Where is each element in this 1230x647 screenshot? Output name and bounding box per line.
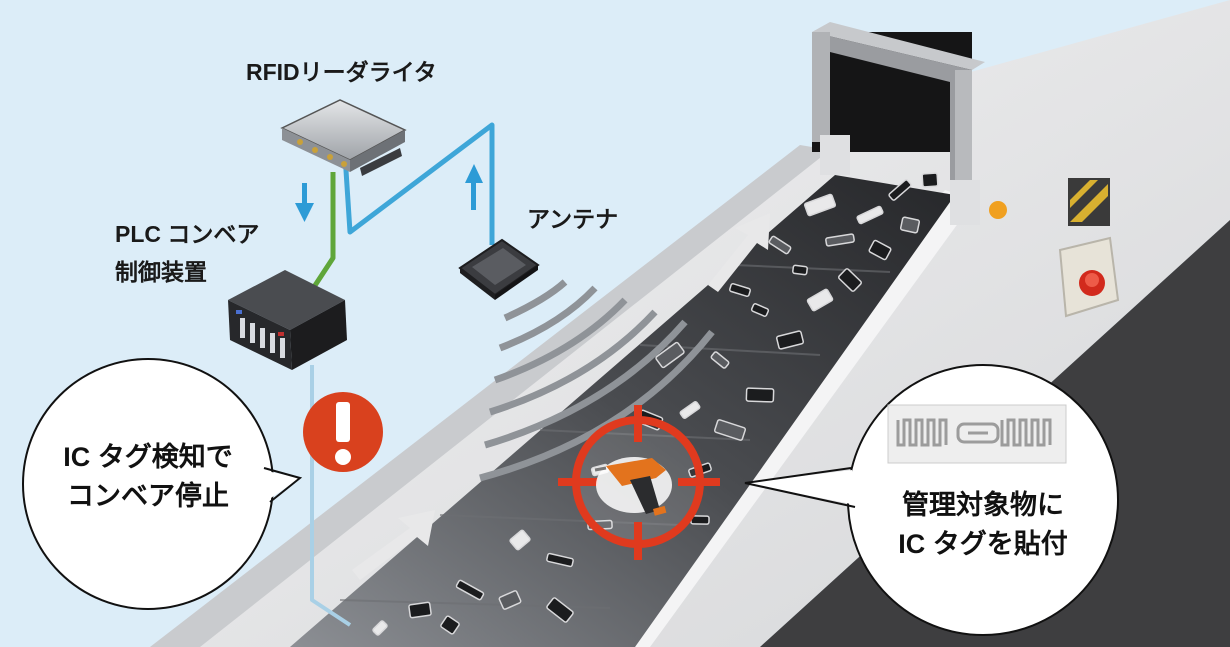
belt-item [655,341,685,369]
belt-item [750,303,770,317]
belt-item [546,552,574,568]
belt-item [768,235,792,255]
belt-item [745,387,775,403]
rfid-tag-icon [887,404,1067,464]
flow-arrow-icon [708,213,770,292]
belt-item [455,579,485,601]
belt-item [899,216,921,234]
rfid-reader-writer-label: RFIDリーダライタ [246,59,437,85]
belt-item [372,620,388,636]
left-bubble-line1: IC タグ検知で [63,442,233,472]
belt-item [440,615,460,635]
belt-item [775,330,805,350]
antenna-label: アンテナ [527,206,619,232]
belt-item [710,351,730,369]
cable-reader-to-plc [309,172,336,292]
belt-item [803,193,837,217]
antenna-device [458,238,540,300]
power-drill-icon [594,457,672,516]
belt-item [679,401,701,419]
conveyor-left-rail [150,145,830,647]
belt-item [921,172,939,188]
belt-item [856,205,884,225]
belt-item [838,268,862,292]
arrow-up-icon [465,164,483,210]
rfid-reader-writer-device [280,99,407,176]
belt-item [868,239,892,261]
belt-item [792,264,808,276]
speech-bubble-left [22,358,303,610]
right-bubble-text: 管理対象物に IC タグを貼付 [858,486,1108,564]
right-bubble-line1: 管理対象物に [902,490,1064,520]
warning-sign [1068,178,1110,226]
alert-exclamation-icon [303,392,383,472]
belt-item [806,288,834,312]
left-bubble-line2: コンベア停止 [67,481,229,512]
belt-item [509,529,531,551]
flow-arrow-icon [352,510,435,580]
belt-item [546,597,574,623]
belt-item [888,179,912,201]
belt-item [729,282,751,298]
plc-label-line1: PLC コンベア [115,221,260,247]
left-bubble-text: IC タグ検知で コンベア停止 [23,438,273,516]
right-bubble-line2: IC タグを貼付 [898,529,1068,560]
plc-label-line2: 制御装置 [115,259,207,285]
arrow-down-icon [295,183,314,222]
belt-item [498,590,522,610]
cable-reader-to-antenna [342,122,495,245]
belt-item [713,419,747,441]
belt-item [408,601,432,619]
emergency-stop-box [1058,236,1120,318]
warning-lamp-icon [989,201,1007,219]
belt-items [372,172,939,636]
tunnel-gate [812,22,985,225]
belt-item [825,233,855,247]
